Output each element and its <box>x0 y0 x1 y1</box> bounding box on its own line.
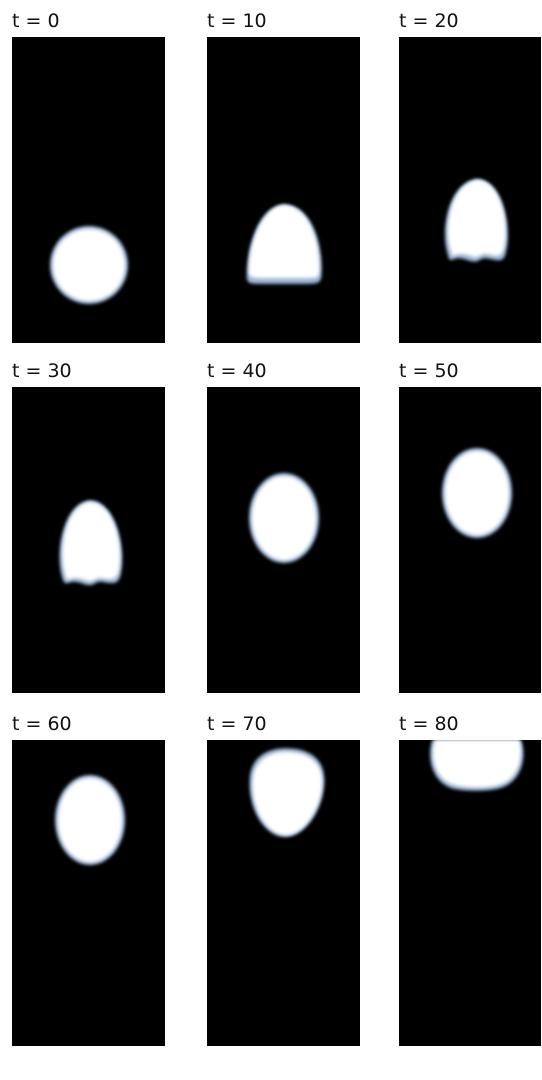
panel-t20: t = 20 <box>399 37 542 377</box>
simulation-frame <box>399 387 541 693</box>
simulation-frame <box>399 740 541 1046</box>
simulation-frame <box>399 37 541 343</box>
bubble-plot <box>399 37 541 343</box>
panel-t70: t = 70 <box>207 740 362 1080</box>
bubble-plot <box>207 740 360 1046</box>
panel-label: t = 70 <box>207 712 267 736</box>
simulation-frame <box>207 387 360 693</box>
panel-t10: t = 10 <box>207 37 362 377</box>
bubble-plot <box>12 740 165 1046</box>
panel-label: t = 30 <box>12 359 72 383</box>
panel-label: t = 80 <box>399 712 459 736</box>
panel-t50: t = 50 <box>399 387 542 727</box>
bubble-plot <box>399 387 541 693</box>
panel-label: t = 20 <box>399 9 459 33</box>
panel-label: t = 50 <box>399 359 459 383</box>
panel-label: t = 0 <box>12 9 60 33</box>
simulation-frame <box>12 387 165 693</box>
bubble-plot <box>399 740 541 1046</box>
simulation-frame <box>12 37 165 343</box>
panel-label: t = 10 <box>207 9 267 33</box>
bubble-plot <box>12 387 165 693</box>
panel-label: t = 60 <box>12 712 72 736</box>
panel-t40: t = 40 <box>207 387 362 727</box>
bubble <box>445 451 509 535</box>
simulation-frame <box>207 37 360 343</box>
bubble-plot <box>207 387 360 693</box>
time-series-grid: t = 0 t = 10 t = 20 <box>0 0 542 1041</box>
panel-t80: t = 80 <box>399 740 542 1080</box>
bubble <box>58 778 122 862</box>
bubble <box>433 740 520 787</box>
simulation-frame <box>12 740 165 1046</box>
panel-t60: t = 60 <box>12 740 167 1080</box>
bubble <box>53 229 125 301</box>
bubble <box>252 476 316 560</box>
bubble <box>249 205 319 278</box>
bubble-plot <box>12 37 165 343</box>
panel-t0: t = 0 <box>12 37 167 377</box>
panel-label: t = 40 <box>207 359 267 383</box>
simulation-frame <box>207 740 360 1046</box>
panel-t30: t = 30 <box>12 387 167 727</box>
bubble <box>448 180 506 257</box>
bubble-plot <box>207 37 360 343</box>
